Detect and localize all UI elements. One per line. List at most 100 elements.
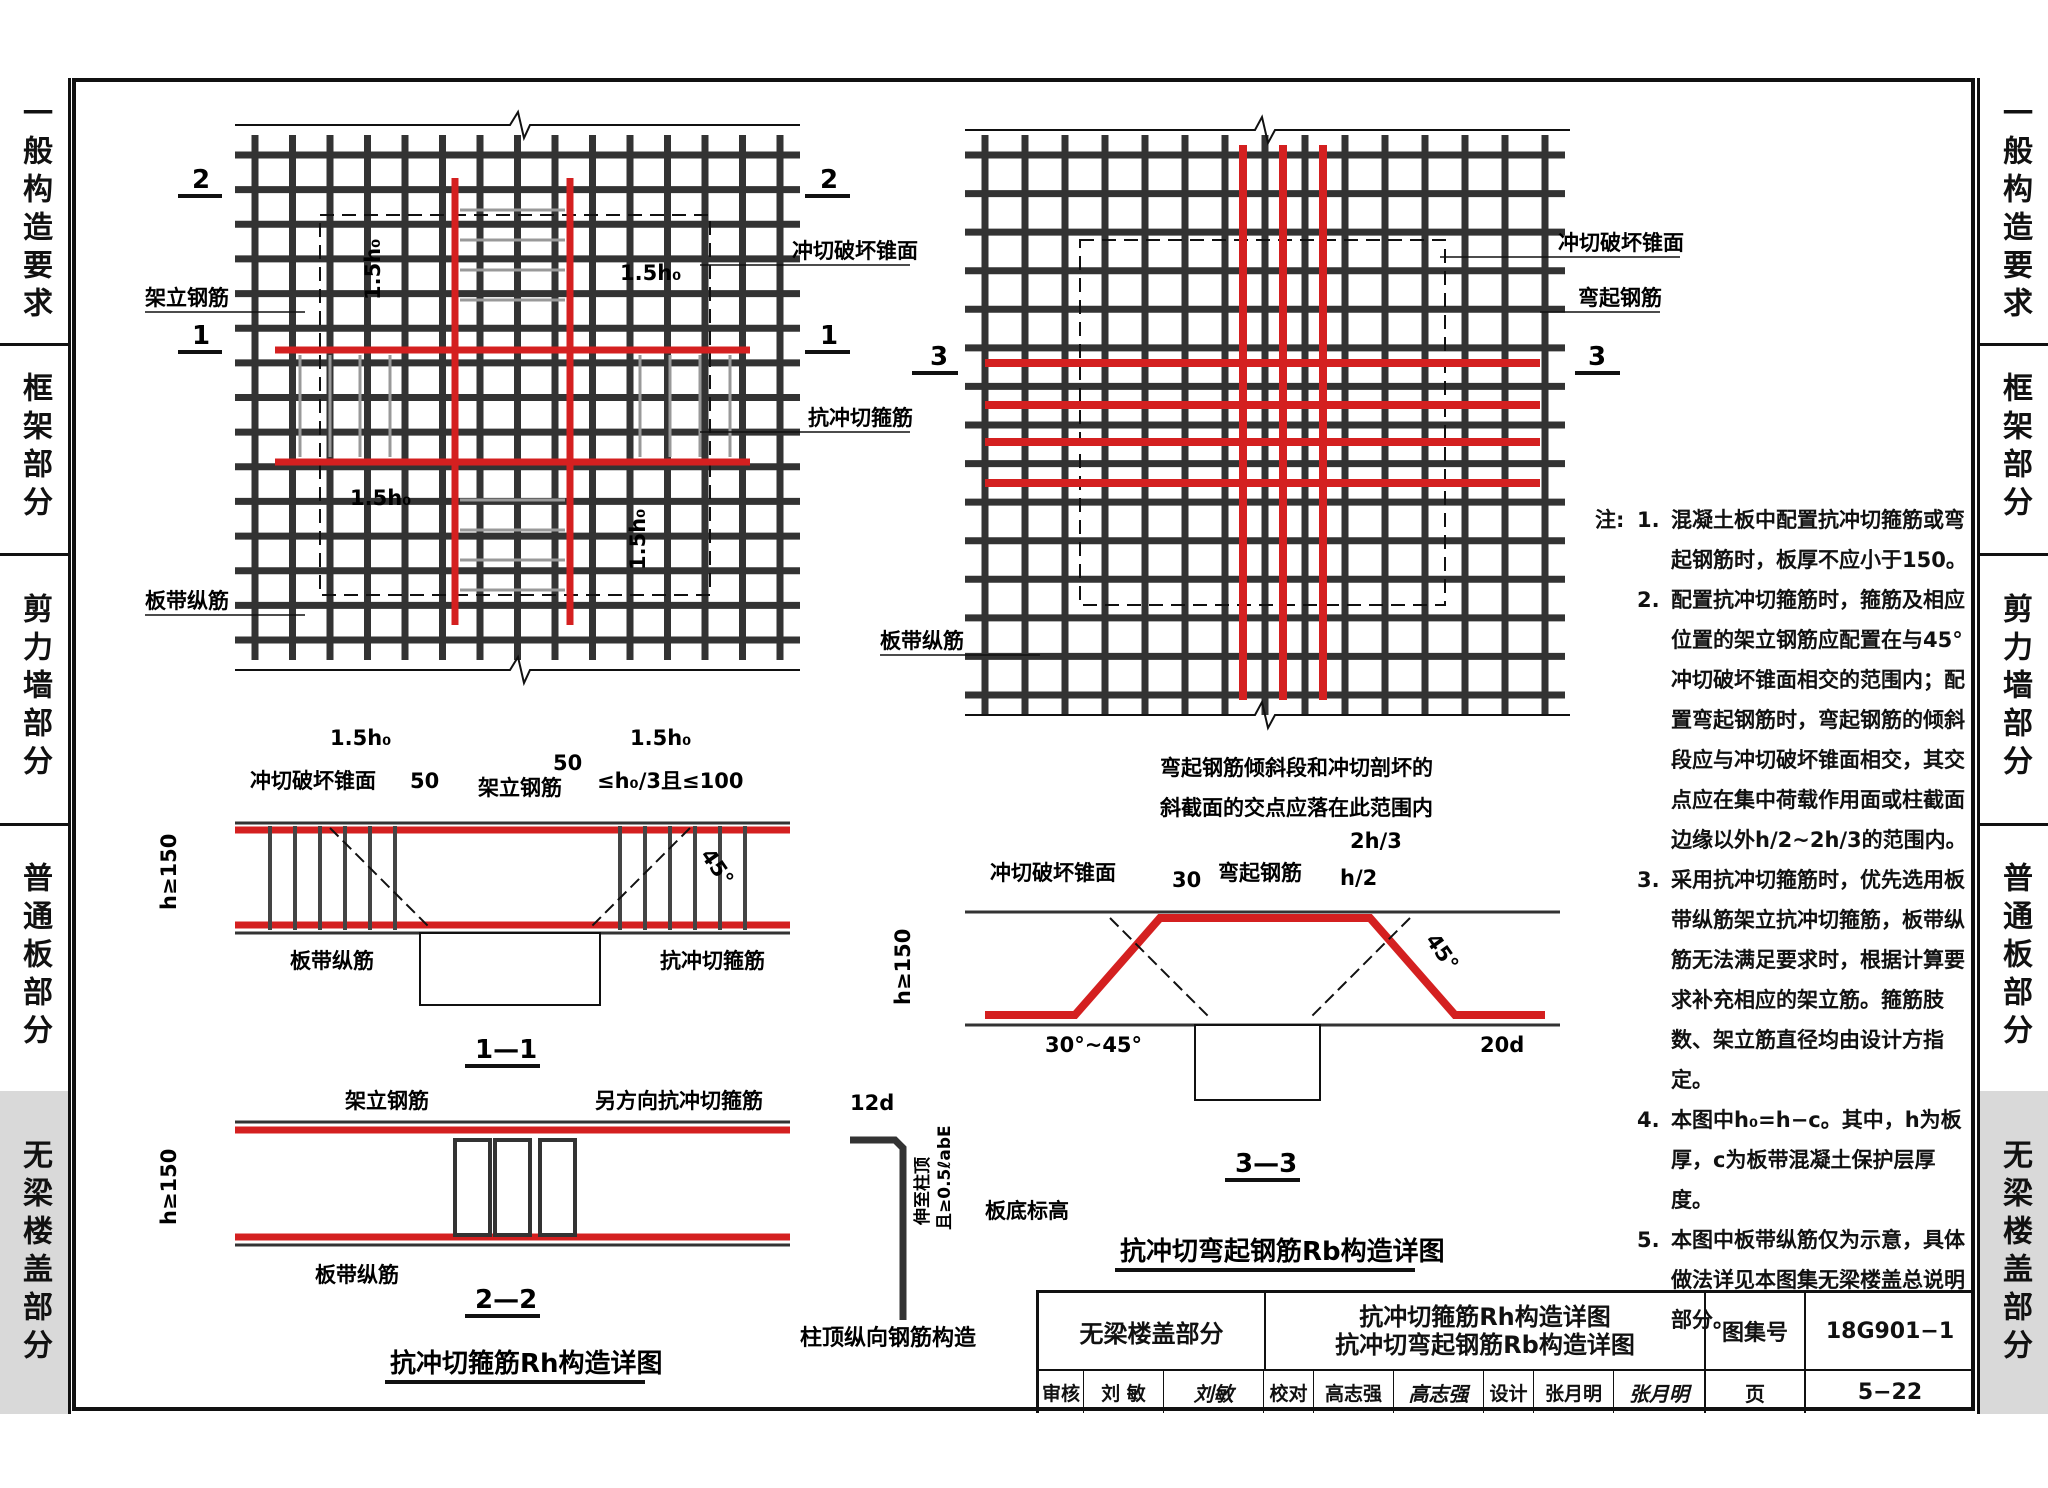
angle-range: 30°~45° <box>1045 1033 1142 1057</box>
dim-30: 30 <box>1172 868 1201 892</box>
dim-1-5h0: 1.5h₀ <box>350 486 411 510</box>
note-text: 混凝土板中配置抗冲切箍筋或弯起钢筋时，板厚不应小于150。 <box>1671 508 1967 572</box>
label-other-stirrup: 另方向抗冲切箍筋 <box>595 1089 763 1113</box>
note-number: 4. <box>1637 1108 1660 1132</box>
dim-thickness: h≥150 <box>157 834 181 910</box>
caption-rb: 抗冲切弯起钢筋Rb构造详图 <box>1120 1236 1445 1267</box>
tb-title-1: 抗冲切箍筋Rh构造详图 <box>1359 1303 1611 1331</box>
label-stirrup: 抗冲切箍筋 <box>808 406 913 430</box>
tb-designer: 张月明 <box>1534 1371 1614 1413</box>
note-text: 本图中h₀=h−c。其中，h为板厚，c为板带混凝土保护层厚度。 <box>1671 1108 1962 1212</box>
section-mark-3: 3 <box>1588 342 1606 372</box>
tb-review-signature: 刘敏 <box>1164 1371 1264 1413</box>
note-number: 3. <box>1637 868 1660 892</box>
tb-atlas-no: 18G901−1 <box>1806 1293 1974 1371</box>
tab-flat-slab[interactable]: 无梁楼盖部分 <box>1980 1091 2048 1414</box>
tab-shear-wall[interactable]: 剪力墙部分 <box>0 553 68 826</box>
label-cone: 冲切破坏锥面 <box>1558 231 1684 255</box>
tab-frame[interactable]: 框架部分 <box>1980 343 2048 556</box>
tab-general[interactable]: 一般构造要求 <box>1980 78 2048 346</box>
angle-45: 45° <box>696 844 738 890</box>
note-number: 5. <box>1637 1228 1660 1252</box>
dim-12d: 12d <box>850 1091 894 1115</box>
dim-2h3: 2h/3 <box>1350 829 1402 853</box>
note-range: 弯起钢筋倾斜段和冲切剖坏的 <box>1160 756 1433 780</box>
note-item: 4. 本图中h₀=h−c。其中，h为板厚，c为板带混凝土保护层厚度。 <box>1637 1100 1970 1220</box>
note-item: 3. 采用抗冲切箍筋时，优先选用板带纵筋架立抗冲切箍筋，板带纵筋无法满足要求时，根… <box>1637 860 1970 1100</box>
section-mark-2: 2 <box>192 165 210 195</box>
tab-normal-slab[interactable]: 普通板部分 <box>1980 823 2048 1094</box>
note-range: 斜截面的交点应落在此范围内 <box>1159 796 1433 820</box>
column-top-detail: 12d 伸至柱顶 且≥0.5ℓabE 板底标高 柱顶纵向钢筋构造 <box>800 1091 1069 1351</box>
note-number: 1. <box>1637 508 1660 532</box>
tb-review-label: 审核 <box>1039 1371 1084 1413</box>
dim-50: 50 <box>553 751 582 775</box>
dim-1-5h0: 1.5h₀ <box>361 239 385 300</box>
bent-bars-red <box>985 145 1540 700</box>
cone-outline <box>319 214 711 596</box>
tb-page-label: 页 <box>1706 1371 1806 1413</box>
cone-outline <box>1079 239 1446 606</box>
label-strip-bar: 板带纵筋 <box>880 629 964 653</box>
break-line <box>965 699 1570 731</box>
dim-thickness: h≥150 <box>157 1149 181 1225</box>
caption-rh: 抗冲切箍筋Rh构造详图 <box>390 1348 663 1379</box>
title-block: 无梁楼盖部分 抗冲切箍筋Rh构造详图 抗冲切弯起钢筋Rb构造详图 图集号 18G… <box>1036 1290 1974 1413</box>
section-3-3: 弯起钢筋倾斜段和冲切剖坏的 斜截面的交点应落在此范围内 2h/3 h/2 30 … <box>891 756 1560 1272</box>
label-stirrup: 抗冲切箍筋 <box>660 949 765 973</box>
dim-spacing: ≤h₀/3且≤100 <box>597 769 743 793</box>
break-line <box>965 114 1570 146</box>
note-text: 本图中板带纵筋仅为示意，具体做法详见本图集无梁楼盖总说明部分。 <box>1671 1228 1965 1332</box>
stirrups <box>268 826 747 930</box>
plan-right: 3 3 冲切破坏锥面 弯起钢筋 板带纵筋 <box>880 114 1684 731</box>
section-title-1-1: 1—1 <box>475 1035 537 1065</box>
notes-prefix: 注: <box>1595 508 1625 532</box>
note-text: 采用抗冲切箍筋时，优先选用板带纵筋架立抗冲切箍筋，板带纵筋无法满足要求时，根据计… <box>1671 868 1965 1092</box>
dim-h2: h/2 <box>1340 866 1377 890</box>
notes-block: 注: 1. 混凝土板中配置抗冲切箍筋或弯起钢筋时，板厚不应小于150。 2. 配置抗冲… <box>1595 500 1970 1340</box>
tb-page-no: 5−22 <box>1857 1379 1923 1405</box>
section-mark-1: 1 <box>820 321 838 351</box>
tab-flat-slab[interactable]: 无梁楼盖部分 <box>0 1091 68 1414</box>
tb-reviewer: 刘 敏 <box>1084 1371 1164 1413</box>
note-text: 配置抗冲切箍筋时，箍筋及相应位置的架立钢筋应配置在与45°冲切破坏锥面相交的范围… <box>1671 588 1967 852</box>
dim-1-5h0: 1.5h₀ <box>620 261 681 285</box>
stirrup-red <box>275 178 750 625</box>
tb-design-label: 设计 <box>1484 1371 1534 1413</box>
tb-section: 无梁楼盖部分 <box>1039 1293 1266 1371</box>
label-cone: 冲切破坏锥面 <box>250 769 376 793</box>
tb-title: 抗冲切箍筋Rh构造详图 抗冲切弯起钢筋Rb构造详图 <box>1266 1293 1706 1371</box>
label-support-bar: 架立钢筋 <box>478 776 562 800</box>
anchor-text: 且≥0.5ℓabE <box>935 1125 955 1230</box>
drawing-frame <box>72 78 1975 1411</box>
tab-frame[interactable]: 框架部分 <box>0 343 68 556</box>
break-line <box>235 654 800 687</box>
tb-title-2: 抗冲切弯起钢筋Rb构造详图 <box>1335 1331 1635 1359</box>
label-bent-bar: 弯起钢筋 <box>1578 286 1662 310</box>
break-line <box>235 109 800 142</box>
section-mark-2: 2 <box>820 165 838 195</box>
label-slab-bottom: 板底标高 <box>985 1199 1069 1223</box>
dim-1-5h0: 1.5h₀ <box>626 509 650 570</box>
plan-left: 2 2 1 1 架立钢筋 板带纵筋 冲切破坏锥面 抗冲切箍筋 1.5h₀ 1.5… <box>145 109 918 687</box>
note-item: 1. 混凝土板中配置抗冲切箍筋或弯起钢筋时，板厚不应小于150。 <box>1637 500 1970 580</box>
section-2-2: 架立钢筋 另方向抗冲切箍筋 板带纵筋 h≥150 2—2 抗冲切箍筋Rh构造详图 <box>157 1089 790 1384</box>
dim-50: 50 <box>410 769 439 793</box>
tb-check-signature: 高志强 <box>1394 1371 1484 1413</box>
plan-left-grid <box>235 135 800 660</box>
section-mark-3: 3 <box>930 342 948 372</box>
note-number: 2. <box>1637 588 1660 612</box>
side-tabs-left: 一般构造要求 框架部分 剪力墙部分 普通板部分 无梁楼盖部分 <box>0 78 71 1414</box>
note-item: 5. 本图中板带纵筋仅为示意，具体做法详见本图集无梁楼盖总说明部分。 <box>1637 1220 1970 1340</box>
angle-45: 45° <box>1421 929 1463 975</box>
anchor-text: 伸至柱顶 <box>912 1157 933 1226</box>
section-1-1: 1.5h₀ 1.5h₀ 50 50 ≤h₀/3且≤100 冲切破坏锥面 架立钢筋… <box>157 726 790 1068</box>
tab-general[interactable]: 一般构造要求 <box>0 78 68 346</box>
label-strip-bar: 板带纵筋 <box>315 1263 399 1287</box>
dim-thickness: h≥150 <box>891 929 915 1005</box>
dim-20d: 20d <box>1480 1033 1524 1057</box>
stirrup-ties <box>298 208 732 592</box>
tb-check-label: 校对 <box>1264 1371 1314 1413</box>
tab-shear-wall[interactable]: 剪力墙部分 <box>1980 553 2048 826</box>
